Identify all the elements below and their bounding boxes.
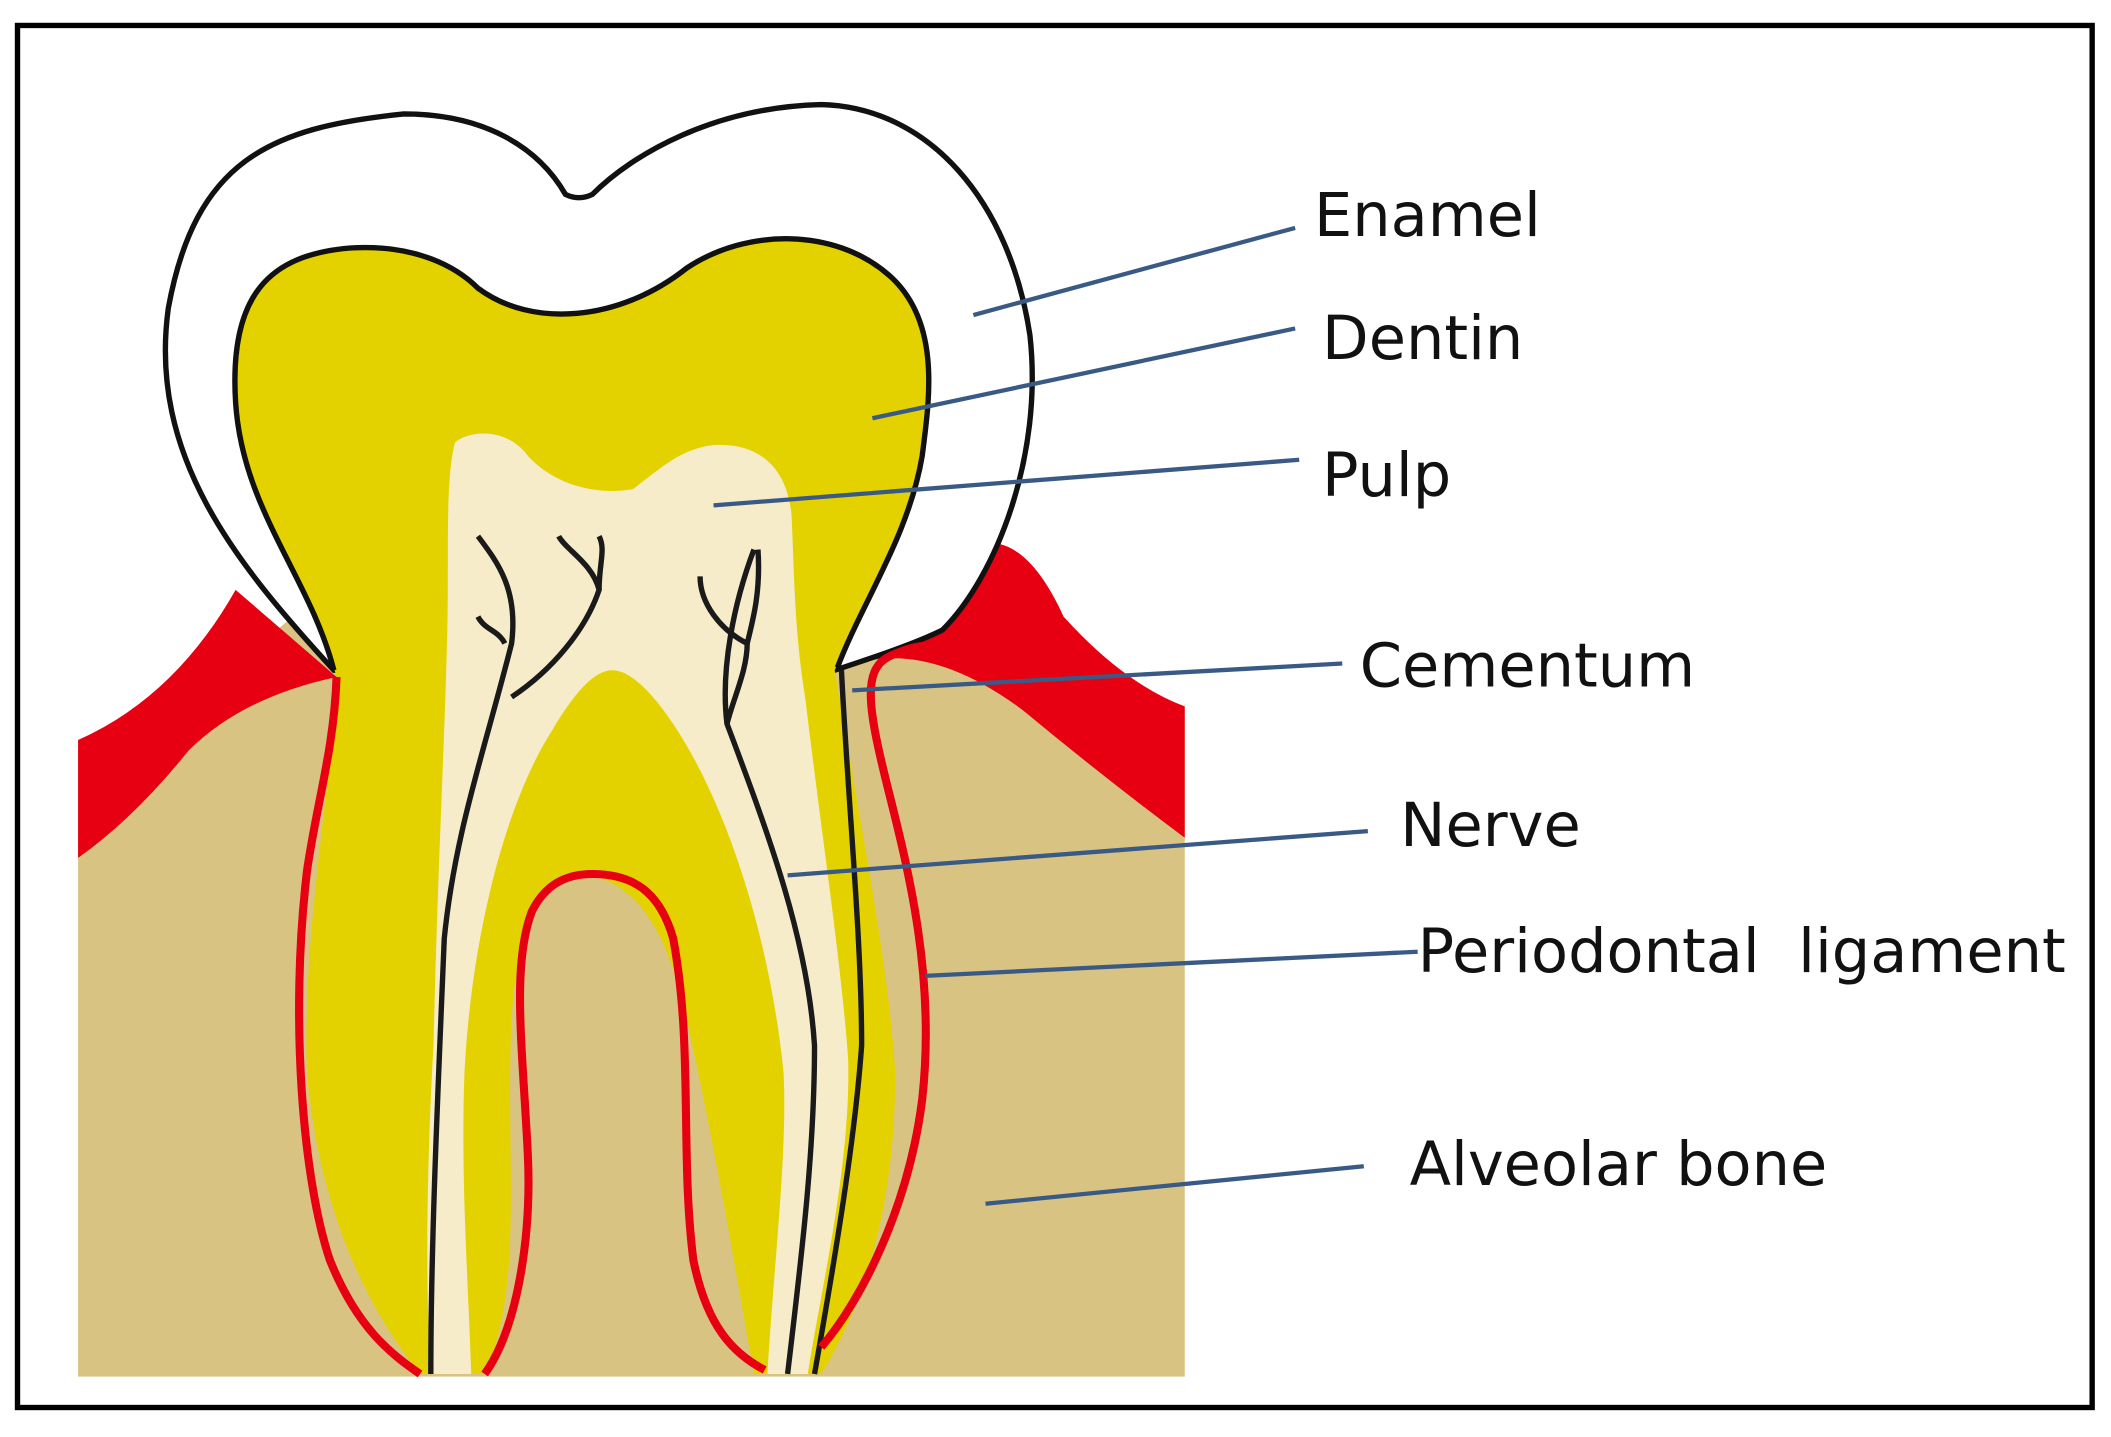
periodontal-ligament-leader-line (924, 949, 1418, 979)
cementum-label: Cementum (1360, 631, 1695, 701)
dentin-label: Dentin (1322, 304, 1523, 374)
periodontal-ligament-lines (295, 639, 944, 1378)
alveolar-bone-label: Alveolar bone (1410, 1130, 1828, 1200)
enamel-label: Enamel (1314, 181, 1541, 251)
nerve-leader-line (787, 828, 1369, 878)
pulp-label: Pulp (1322, 441, 1451, 511)
dentin-leader-line (871, 326, 1296, 421)
pulp-leader-line (713, 457, 1300, 508)
nerve-fibers (428, 534, 865, 1375)
alveolar-bone-leader-line (985, 1164, 1365, 1206)
gum-left (78, 589, 337, 858)
enamel-leader-line (972, 225, 1296, 318)
cementum-leader-line (852, 661, 1343, 693)
periodontal-ligament-label: Periodontal ligament (1418, 917, 2066, 987)
dentin-outline-left (232, 236, 932, 671)
nerve-label: Nerve (1400, 791, 1581, 861)
